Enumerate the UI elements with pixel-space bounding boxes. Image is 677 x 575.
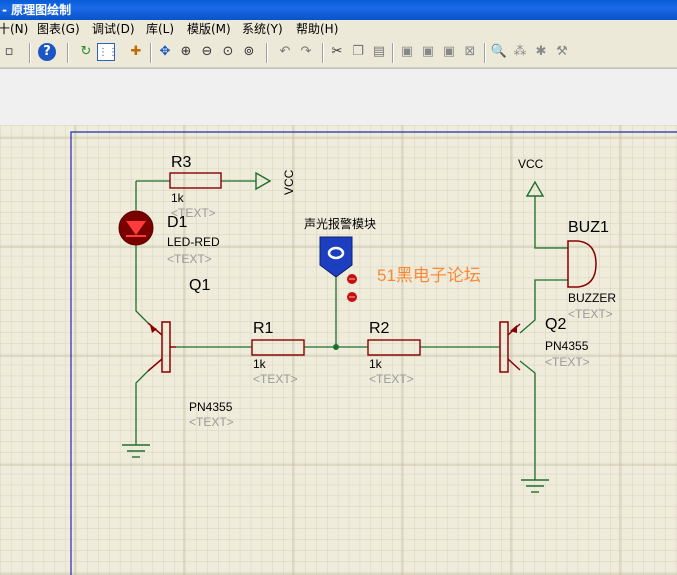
module-terminal-glyph xyxy=(327,246,345,260)
r3-ref: R3 xyxy=(171,154,192,171)
menu-item-graph[interactable]: 图表(G) xyxy=(37,22,80,36)
buz1-value: BUZZER xyxy=(568,291,616,305)
ground-q2[interactable] xyxy=(521,479,549,493)
resistor-r2[interactable] xyxy=(367,339,421,356)
zoom-in-icon[interactable]: ⊕ xyxy=(180,44,192,59)
q1-value: PN4355 xyxy=(189,400,233,414)
r2-value: 1k xyxy=(369,357,383,371)
title-bar: - 原理图绘制 xyxy=(0,0,677,20)
toolbar-separator xyxy=(67,43,69,63)
r1-ref: R1 xyxy=(253,320,274,337)
q2-arrow xyxy=(510,325,517,333)
buz1-ref: BUZ1 xyxy=(568,219,609,236)
led-d1[interactable] xyxy=(118,210,154,246)
refresh-icon[interactable]: ↻ xyxy=(80,44,92,59)
menu-item-help[interactable]: 帮助(H) xyxy=(296,22,339,36)
junction-dot xyxy=(333,344,339,350)
zoom-all-icon[interactable]: ⊙ xyxy=(222,44,234,59)
zoom-out-icon[interactable]: ⊖ xyxy=(201,44,213,59)
r2-ref: R2 xyxy=(369,320,390,337)
d1-text: <TEXT> xyxy=(167,252,212,266)
block-rotate-icon[interactable]: ▣ xyxy=(442,44,456,59)
toolbar-separator xyxy=(392,43,394,63)
block-copy-icon[interactable]: ▣ xyxy=(400,44,414,59)
undo-icon[interactable]: ↶ xyxy=(279,44,291,59)
menu-item-system[interactable]: 系统(Y) xyxy=(242,22,283,36)
menu-item-library[interactable]: 库(L) xyxy=(146,22,175,36)
package-tool-icon[interactable]: ✱ xyxy=(535,44,547,59)
r3-text: <TEXT> xyxy=(171,206,216,220)
resistor-r3[interactable] xyxy=(169,172,222,189)
schematic-canvas[interactable]: R3 1k <TEXT> VCC D1 LED-RED <TEXT> Q1 PN… xyxy=(0,125,677,575)
vcc-terminal-top[interactable] xyxy=(255,171,272,191)
paste-icon[interactable]: ▤ xyxy=(372,44,386,59)
q1-ref: Q1 xyxy=(189,277,210,294)
r2-text: <TEXT> xyxy=(369,372,414,386)
q2-value: PN4355 xyxy=(545,339,589,353)
toolbar-separator xyxy=(322,43,324,63)
toolbar: ▫ ? ↻ ⋮⋮ ✚ ✥ ⊕ ⊖ ⊙ ⊚ ↶ ↷ ✂ ❐ ▤ ▣ ▣ ▣ ⊠ 🔍… xyxy=(0,39,677,68)
menu-bar: 十(N) 图表(G) 调试(D) 库(L) 模版(M) 系统(Y) 帮助(H) xyxy=(0,20,677,39)
q1-arrow xyxy=(150,325,157,333)
copy-icon[interactable]: ❐ xyxy=(352,44,364,59)
q2-ref: Q2 xyxy=(545,316,566,333)
cut-icon[interactable]: ✂ xyxy=(331,44,343,59)
pick-device-icon[interactable]: 🔍 xyxy=(490,44,508,59)
toolbar-empty-area xyxy=(0,68,677,126)
vcc-terminal-right[interactable] xyxy=(525,180,545,197)
q2-text: <TEXT> xyxy=(545,355,590,369)
wires xyxy=(135,180,568,480)
toolbar-separator xyxy=(266,43,268,63)
redo-icon[interactable]: ↷ xyxy=(300,44,312,59)
watermark: 51黑电子论坛 xyxy=(377,266,481,285)
d1-ref: D1 xyxy=(167,214,188,231)
file-icon[interactable]: ▫ xyxy=(4,44,14,59)
menu-item-debug[interactable]: 调试(D) xyxy=(92,22,135,36)
help-icon[interactable]: ? xyxy=(38,43,56,61)
block-delete-icon[interactable]: ⊠ xyxy=(464,44,476,59)
origin-icon[interactable]: ✚ xyxy=(130,44,142,59)
pan-icon[interactable]: ✥ xyxy=(159,44,171,59)
menu-item-file[interactable]: 十(N) xyxy=(0,22,29,36)
menu-item-template[interactable]: 模版(M) xyxy=(187,22,231,36)
r1-value: 1k xyxy=(253,357,267,371)
module-label: 声光报警模块 xyxy=(304,216,376,231)
toolbar-separator xyxy=(29,43,31,63)
window-title: - 原理图绘制 xyxy=(2,3,72,17)
q1-text: <TEXT> xyxy=(189,415,234,429)
toolbar-separator xyxy=(484,43,486,63)
buz1-text: <TEXT> xyxy=(568,307,613,321)
ground-q1[interactable] xyxy=(122,444,150,458)
grid-icon[interactable]: ⋮⋮ xyxy=(97,43,118,61)
vcc-top-label: VCC xyxy=(282,169,296,195)
decompose-icon[interactable]: ⚒ xyxy=(556,44,568,59)
toolbar-separator xyxy=(150,43,152,63)
block-move-icon[interactable]: ▣ xyxy=(421,44,435,59)
resistor-r1[interactable] xyxy=(251,339,305,356)
buzzer-buz1[interactable] xyxy=(567,240,597,288)
grid xyxy=(0,125,677,575)
r3-value: 1k xyxy=(171,191,185,205)
d1-value: LED-RED xyxy=(167,235,220,249)
make-device-icon[interactable]: ⁂ xyxy=(513,44,527,59)
zoom-area-icon[interactable]: ⊚ xyxy=(243,44,255,59)
sheet-border xyxy=(70,131,677,575)
vcc-right-label: VCC xyxy=(518,157,544,171)
r1-text: <TEXT> xyxy=(253,372,298,386)
